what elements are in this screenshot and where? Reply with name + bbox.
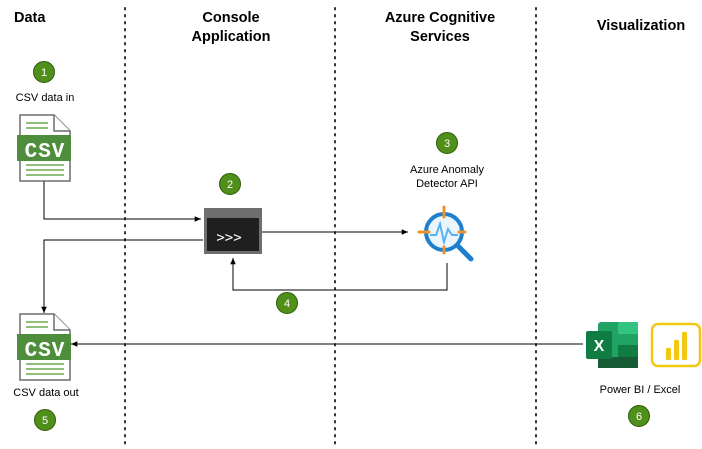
column-title-visualization: Visualization	[596, 18, 686, 34]
csv-in-icon-text: CSV	[25, 141, 66, 164]
csv-out-icon	[17, 313, 71, 381]
column-title-data: Data	[14, 10, 46, 26]
step-badge-1: 1	[33, 61, 55, 83]
step-badge-5: 5	[34, 409, 56, 431]
terminal-icon	[204, 208, 262, 254]
step-badge-2: 2	[219, 173, 241, 195]
anomaly-api-label: Azure Anomaly Detector API	[410, 164, 484, 190]
connector-api-to-console	[230, 258, 448, 291]
csv-in-icon	[17, 114, 71, 182]
powerbi-icon	[650, 322, 702, 368]
column-title-console: Console Application	[191, 10, 271, 45]
connector-console-to-csv-out	[41, 239, 203, 313]
step-badge-3: 3	[436, 132, 458, 154]
csv-out-label: CSV data out	[13, 387, 79, 399]
anomaly-detector-icon	[417, 205, 474, 262]
csv-out-icon-text: CSV	[25, 340, 66, 363]
column-separators	[124, 7, 537, 448]
step-badge-4: 4	[276, 292, 298, 314]
terminal-prompt-text: >>>	[216, 230, 241, 246]
excel-letter: X	[594, 338, 605, 355]
step-badge-6: 6	[628, 405, 650, 427]
excel-icon	[586, 322, 638, 368]
column-title-azure: Azure Cognitive Services	[384, 10, 496, 45]
viz-tools-label: Power BI / Excel	[599, 384, 681, 396]
csv-in-label: CSV data in	[15, 92, 75, 104]
connector-csv-to-console	[43, 181, 201, 222]
connectors	[41, 181, 583, 347]
